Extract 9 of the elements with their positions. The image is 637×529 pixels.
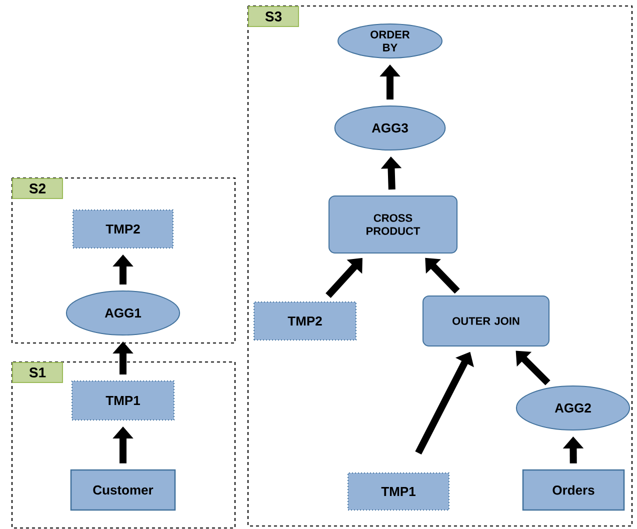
operator-box: OUTER JOIN [422,296,550,346]
arrow [516,350,550,386]
table-box: Customer [70,469,176,511]
temp-table-box: TMP2 [254,302,356,340]
temp-table-box: TMP2 [72,210,174,248]
temp-table-box: TMP1 [348,472,450,510]
temp-table-box: TMP1 [72,380,174,420]
table-box: Orders [522,469,625,511]
operator-box: CROSS PRODUCT [328,196,458,254]
